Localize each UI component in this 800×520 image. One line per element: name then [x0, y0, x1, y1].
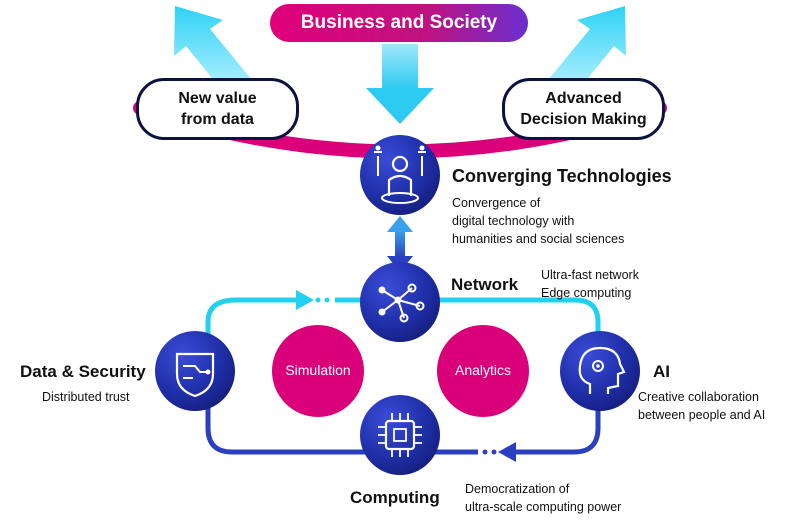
converging-desc-line-1: Convergence of	[452, 196, 541, 210]
converging-desc: Convergence of digital technology with h…	[452, 194, 624, 248]
advanced-decision-box: Advanced Decision Making	[502, 78, 665, 140]
ai-desc-line-1: Creative collaboration	[638, 390, 759, 404]
up-arrow-right	[548, 6, 626, 98]
new-value-line-2: from data	[181, 111, 254, 128]
network-icon	[360, 262, 440, 342]
new-value-line-1: New value	[178, 90, 257, 107]
new-value-box: New value from data	[136, 78, 299, 140]
network-desc: Ultra-fast network Edge computing	[541, 266, 639, 302]
computing-desc: Democratization of ultra-scale computing…	[465, 480, 621, 516]
network-title: Network	[451, 275, 519, 294]
business-society-label: Business and Society	[270, 4, 528, 42]
simulation-label: Simulation	[285, 362, 351, 378]
network-desc-line-1: Ultra-fast network	[541, 268, 639, 282]
converging-desc-line-2: digital technology with	[452, 214, 575, 228]
ai-head-icon	[560, 331, 640, 411]
computing-title: Computing	[350, 488, 440, 507]
advanced-decision-line-2: Decision Making	[520, 111, 647, 128]
data-security-desc: Distributed trust	[42, 390, 130, 404]
converging-desc-line-3: humanities and social sciences	[452, 232, 625, 246]
up-arrow-left	[174, 6, 252, 98]
converging-title: Converging Technologies	[452, 166, 672, 186]
simulation-circle	[272, 325, 364, 417]
ai-title: AI	[653, 362, 670, 381]
data-security-title: Data & Security	[20, 362, 146, 381]
computing-desc-line-2: ultra-scale computing power	[465, 500, 622, 514]
ai-desc-line-2: between people and AI	[638, 408, 766, 422]
converging-icon	[360, 135, 440, 215]
network-desc-line-2: Edge computing	[541, 286, 632, 300]
analytics-circle	[437, 325, 529, 417]
computing-desc-line-1: Democratization of	[465, 482, 570, 496]
chip-icon	[360, 395, 440, 475]
analytics-label: Analytics	[454, 362, 512, 378]
shield-icon	[155, 331, 235, 411]
ai-desc: Creative collaboration between people an…	[638, 388, 765, 424]
down-arrow	[366, 44, 434, 124]
advanced-decision-line-1: Advanced	[545, 90, 622, 107]
